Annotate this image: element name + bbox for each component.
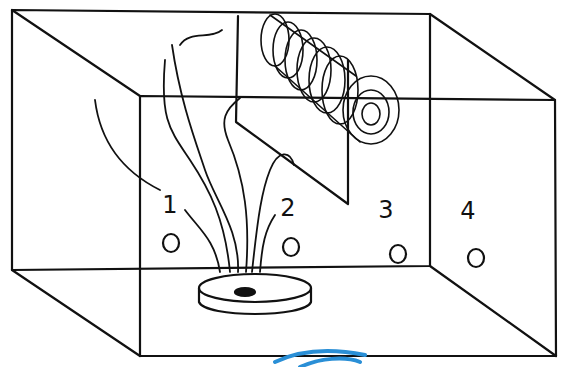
back-face	[12, 10, 430, 270]
callout-number: 2	[280, 196, 295, 220]
callout-number: 3	[378, 198, 393, 222]
callout-number: 1	[162, 193, 177, 217]
blue-mark	[275, 351, 365, 367]
depth-edge	[12, 10, 556, 356]
coil-roll	[261, 14, 399, 144]
partition-wall	[236, 16, 348, 204]
dish	[199, 274, 311, 314]
hole-circle	[163, 234, 484, 267]
vapour-line	[95, 30, 294, 272]
callout-number: 4	[460, 199, 475, 223]
